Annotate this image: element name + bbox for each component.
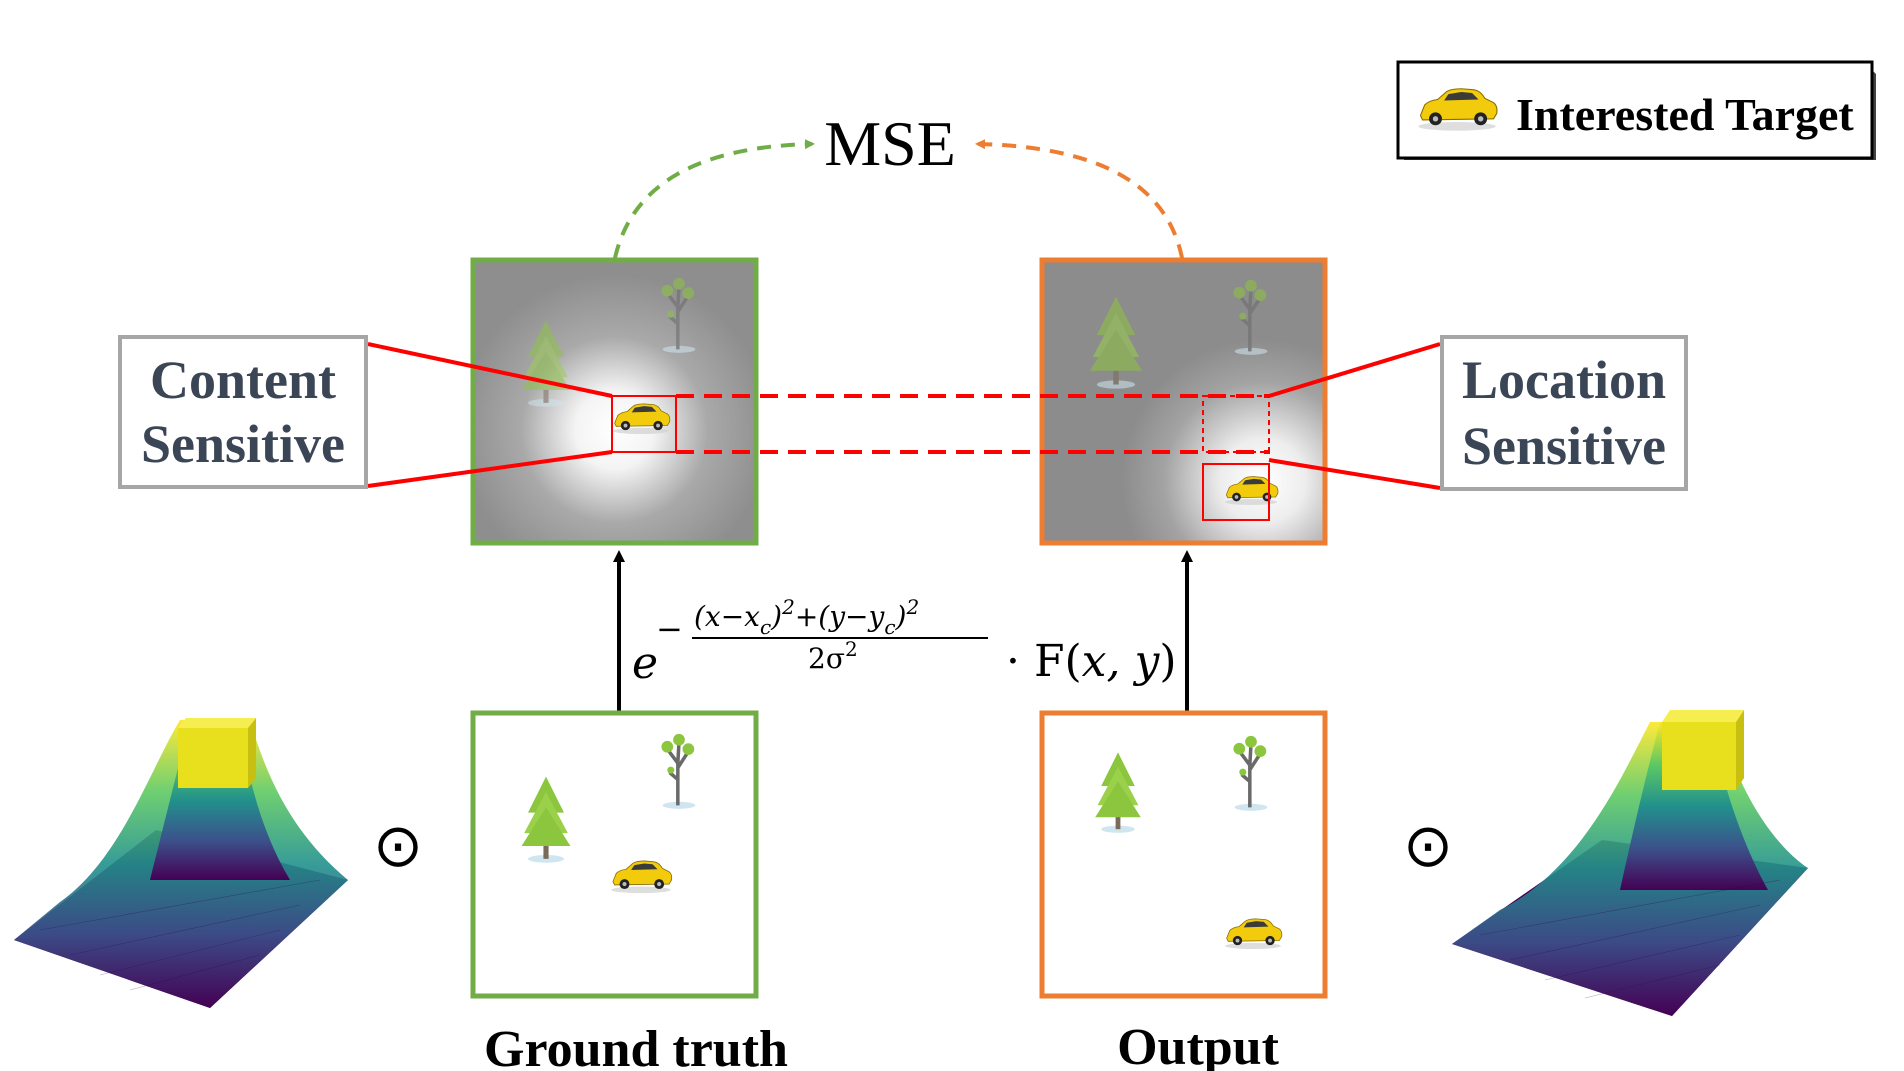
mse-arrow-orange [975,139,1184,259]
gaussian-surface-left [14,718,348,1008]
ground-truth-caption: Ground truth [484,1021,788,1071]
location-sensitive-line2: Sensitive [1462,416,1666,476]
formula-denominator: 2σ2 [808,637,858,675]
output-frame [1039,257,1328,546]
target-highlight-box [611,395,677,453]
output-heatmap [1039,257,1328,546]
target-highlight-box [1202,463,1270,521]
formula-numerator: (x−xc)2+(y−yc)2 [694,595,919,639]
legend-label: Interested Target [1516,89,1854,140]
hadamard-symbol-left: ⊙ [373,811,423,881]
mse-label: MSE [824,108,956,179]
content-sensitive-line2: Sensitive [141,414,345,474]
content-sensitive-line1: Content [150,350,336,410]
content-sensitive-callout: Content Sensitive [118,335,613,489]
location-sensitive-line1: Location [1462,350,1666,410]
legend-box: Interested Target [1396,60,1876,160]
output-image [1039,710,1328,999]
ground-truth-heatmap [470,257,759,546]
gaussian-formula: e − (x−xc)2+(y−yc)2 2σ2 · F(x, y) [632,595,1177,689]
formula-base: e [632,638,658,689]
ground-truth-image [470,710,759,999]
gaussian-surface-right [1452,710,1808,1016]
formula-minus: − [656,610,683,648]
location-sensitive-callout: Location Sensitive [1268,335,1688,491]
hadamard-symbol-right: ⊙ [1403,811,1453,881]
ground-truth-frame [470,257,759,546]
mse-arrow-green [613,139,815,259]
output-caption: Output [1117,1019,1280,1071]
formula-factor: · F(x, y) [1006,636,1177,687]
